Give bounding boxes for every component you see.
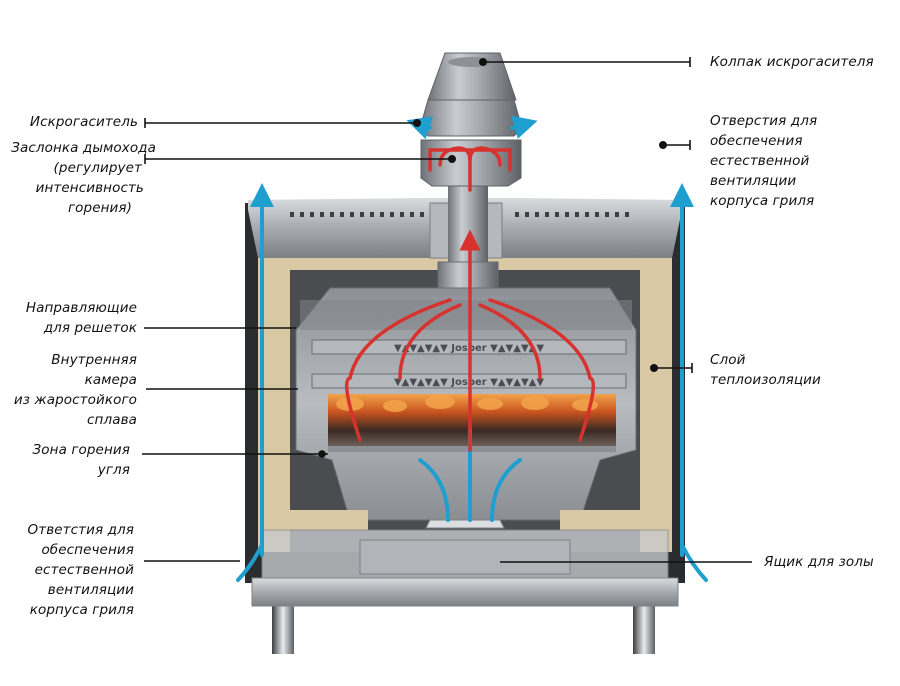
label-grate-guides: Направляющие для решеток xyxy=(25,300,137,336)
hot-air-flow xyxy=(344,146,596,452)
label-spark-arrestor: Искрогаситель xyxy=(29,114,138,130)
grill-legs xyxy=(272,606,655,654)
label-combustion-zone: Зона горения угля xyxy=(32,442,130,478)
leader-lines xyxy=(142,57,752,563)
label-inner-chamber: Внутренняя камера из жаростойкого сплава xyxy=(13,352,137,428)
cool-air-flow xyxy=(236,115,708,582)
label-insulation-layer: Слой теплоизоляции xyxy=(710,352,821,388)
ash-drawer-area xyxy=(251,510,679,607)
label-top-vents: Отверстия для обеспечения естественной в… xyxy=(710,113,818,209)
label-ash-drawer: Ящик для золы xyxy=(764,554,874,570)
label-bottom-vents: Ответстия для обеспечения естественной в… xyxy=(27,522,134,618)
label-spark-arrestor-cap: Колпак искрогасителя xyxy=(710,54,874,70)
label-chimney-damper: Заслонка дымохода (регулирует интенсивно… xyxy=(11,140,156,216)
